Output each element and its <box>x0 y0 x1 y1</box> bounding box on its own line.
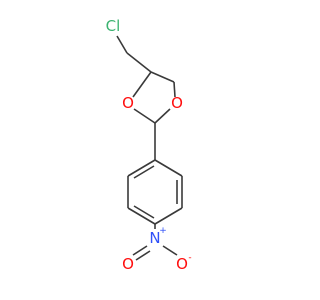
bonds <box>116 35 183 261</box>
bond-ar-1 <box>154 159 183 177</box>
bond-n-o-single <box>162 245 178 256</box>
atom-chlorine: Cl <box>106 17 121 35</box>
atom-labels: Cl O O N + O O - <box>106 17 192 273</box>
nitrogen-charge: + <box>159 226 167 236</box>
atom-nitro-oxygen-single: O <box>176 255 188 273</box>
bond-n-o-double-a <box>132 245 148 256</box>
nitro-oxygen-charge: - <box>188 253 191 263</box>
bond-c2-o3 <box>133 108 156 124</box>
bond-c5-o1 <box>173 81 176 98</box>
bond-ar-double-3 <box>133 165 155 179</box>
atom-ring-oxygen-left: O <box>122 94 134 112</box>
atom-ring-oxygen-right: O <box>171 94 183 112</box>
bond-o1-c2 <box>154 108 171 124</box>
bond-ch2-c4 <box>126 52 152 73</box>
atom-nitro-oxygen-double: O <box>122 255 134 273</box>
structure-diagram: Cl O O N + O O - <box>106 17 192 273</box>
atom-nitrogen: N <box>149 229 160 247</box>
bond-n-o-double-b <box>135 250 151 261</box>
bond-ar-6 <box>127 159 156 177</box>
bond-cl-ch2 <box>116 35 128 54</box>
bond-o3-c4 <box>132 71 152 98</box>
bond-ar-3 <box>154 207 183 225</box>
bond-c4-c5 <box>150 71 175 83</box>
bond-ar-4 <box>127 207 156 225</box>
bond-ar-double-2 <box>133 205 155 219</box>
